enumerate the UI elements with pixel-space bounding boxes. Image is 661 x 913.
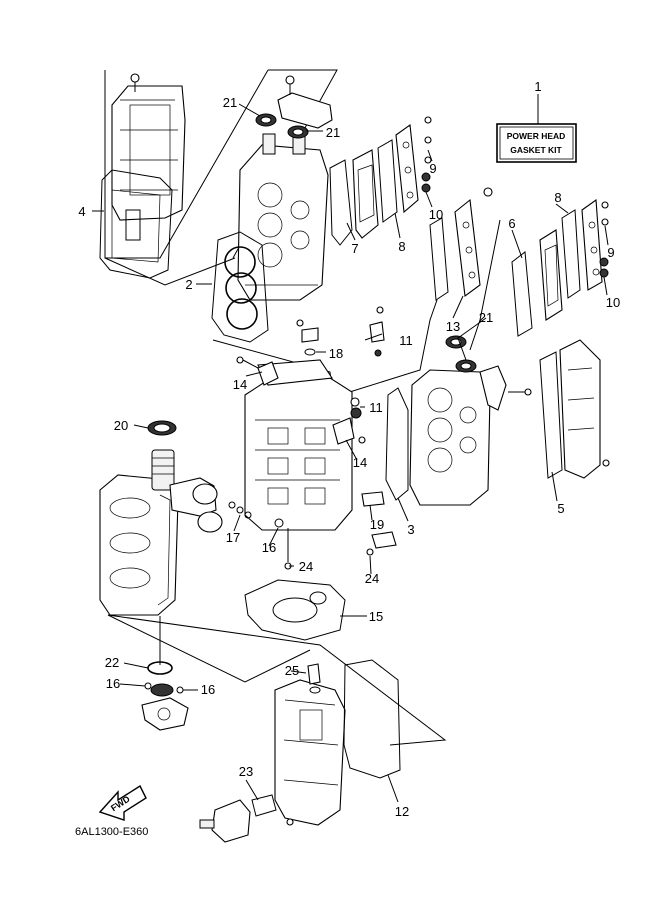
callout-7: 7: [351, 241, 358, 256]
gasket-kit-box: POWER HEAD GASKET KIT: [496, 94, 577, 163]
callout-23: 23: [239, 764, 253, 779]
oil-pump-housing: [141, 682, 189, 731]
callout-1: 1: [534, 79, 541, 94]
callout-21a: 21: [223, 95, 237, 110]
exhaust-gasket-7: [329, 159, 353, 246]
exhaust-gasket-6: [511, 251, 533, 337]
callout-6: 6: [508, 216, 515, 231]
gasket-kit-line1: POWER HEAD: [507, 131, 566, 141]
cover-gasket-5: [539, 351, 563, 479]
callout-16b: 16: [106, 676, 120, 691]
callout-8a: 8: [398, 239, 405, 254]
cam-cap-top: [277, 75, 333, 129]
bracket-19: [361, 491, 385, 507]
callout-5: 5: [557, 501, 564, 516]
oil-seal-20: [147, 420, 177, 436]
bolt-9-group-upper: [421, 116, 432, 193]
callout-16a: 16: [262, 540, 276, 555]
hose-fitting-24-right: [366, 531, 397, 556]
exhaust-cover-outer: [395, 124, 419, 214]
oil-seal-21-upper: [255, 113, 309, 139]
cylinder-head-upper: [237, 133, 329, 301]
sensor-11-upper: [369, 306, 385, 357]
callout-10a: 10: [429, 207, 443, 222]
fwd-arrow-icon: FWD: [98, 784, 147, 821]
exhaust-cover-outer-right: [581, 198, 603, 291]
callout-2: 2: [185, 277, 192, 292]
callout-15: 15: [369, 609, 383, 624]
callout-9b: 9: [607, 245, 614, 260]
callout-9a: 9: [429, 161, 436, 176]
gasket-12: [343, 659, 401, 779]
callout-12: 12: [395, 804, 409, 819]
callout-14b: 14: [353, 455, 367, 470]
pistons: [192, 483, 223, 533]
cylinder-head-right: [409, 369, 491, 506]
cylinder-block: [99, 474, 179, 616]
callout-14a: 14: [233, 377, 247, 392]
leader-lines: [92, 103, 609, 803]
rocker-cover-right: [559, 339, 610, 479]
head-gasket-3: [385, 387, 409, 501]
gasket-23-and-pump: [199, 794, 294, 843]
oring-16-center: [274, 518, 284, 528]
valve-14-right: [332, 417, 366, 445]
rocker-cover-left: [111, 73, 186, 221]
callout-16c: 16: [201, 682, 215, 697]
exhaust-guide-gasket-15: [244, 579, 346, 641]
callout-4: 4: [78, 204, 85, 219]
cam-cap-right: [479, 365, 532, 411]
callout-8b: 8: [554, 190, 561, 205]
oring-group-17: [228, 501, 252, 519]
callout-24a: 24: [299, 559, 313, 574]
exhaust-cover-13: [454, 187, 493, 298]
exhaust-gasket-8: [377, 139, 398, 223]
callout-10b: 10: [606, 295, 620, 310]
fitting-25: [307, 663, 321, 694]
callout-labels: 1 2 3 4 5 6 7 8 8 9 9 10 10 11 11 12 13 …: [78, 79, 620, 819]
exhaust-cover-plate: [352, 149, 379, 239]
callout-21c: 21: [479, 310, 493, 325]
callout-22: 22: [105, 655, 119, 670]
fitting-18: [296, 319, 319, 356]
callout-3: 3: [407, 522, 414, 537]
oil-seal-21-right: [445, 335, 477, 373]
exhaust-guide: [274, 679, 346, 826]
pipe-24-left: [284, 528, 292, 570]
callout-18: 18: [329, 346, 343, 361]
callout-17: 17: [226, 530, 240, 545]
thermostat-bracket-14: [236, 356, 279, 386]
callout-20: 20: [114, 418, 128, 433]
exhaust-gasket-8-right: [561, 209, 581, 299]
gasket-kit-line2: GASKET KIT: [510, 145, 562, 155]
exhaust-cover-plate-right: [539, 229, 563, 321]
gasket-4: [99, 169, 173, 279]
sensor-11-lower: [350, 397, 362, 419]
callout-21b: 21: [326, 125, 340, 140]
diagram-code: 6AL1300-E360: [75, 826, 148, 838]
crankcase-main: [244, 359, 353, 531]
exhaust-cover-13-gasket: [429, 217, 449, 301]
callout-25: 25: [285, 663, 299, 678]
callout-13: 13: [446, 319, 460, 334]
callout-11a: 11: [399, 333, 413, 348]
callout-24b: 24: [365, 571, 379, 586]
callout-11b: 11: [369, 400, 383, 415]
head-gasket-2: [211, 231, 269, 343]
callout-19: 19: [370, 517, 384, 532]
